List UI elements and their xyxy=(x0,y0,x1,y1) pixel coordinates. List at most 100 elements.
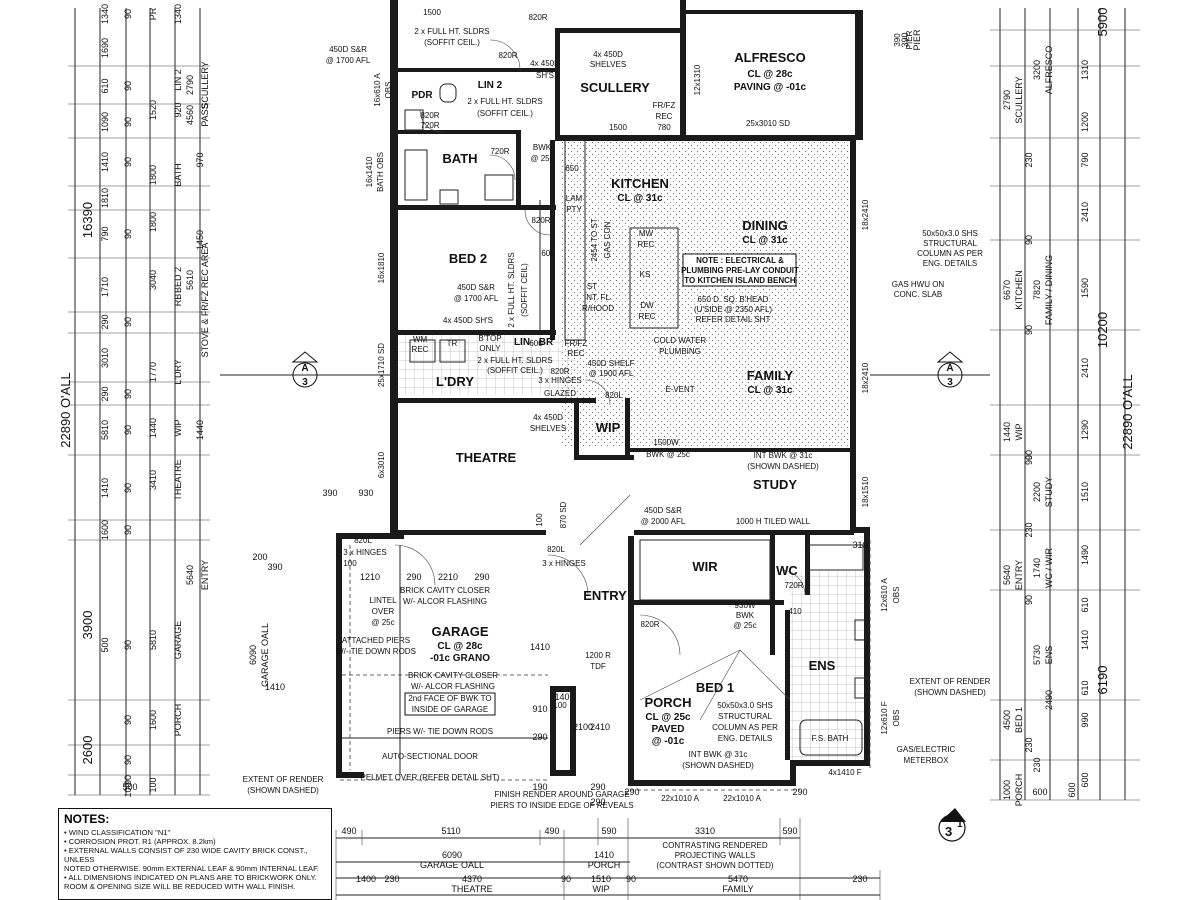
door-d820r-6: 820R xyxy=(640,620,659,629)
right-dim-10200: 10200 xyxy=(1095,312,1110,348)
right-overall-dim: 22890 O'ALL xyxy=(1120,374,1135,450)
left-dim-16390: 16390 xyxy=(80,202,95,238)
door-d820r-5: 820R xyxy=(550,367,569,376)
bottom-dim-value: 290 xyxy=(406,572,421,582)
window-w-16x610b: OBS xyxy=(384,82,393,99)
bottom-dim-value: 490 xyxy=(341,826,356,836)
annotation-dw: DW xyxy=(640,301,654,310)
left-dim-value: 1600 xyxy=(148,710,158,730)
window-w-12x610d: OBS xyxy=(892,710,901,727)
right-dim-value: 2490 xyxy=(1044,690,1054,710)
right-dim-value: 1000 xyxy=(1002,780,1012,800)
window-w-12x610c: 12x610 F xyxy=(880,701,889,734)
annotation-st-hoodb: INT. FL. xyxy=(584,293,612,302)
annotation-wmb: REC xyxy=(412,345,429,354)
left-dim-2600: 2600 xyxy=(80,736,95,765)
left-dim-value: 920 xyxy=(173,102,183,117)
electrical-note: NOTE : ELECTRICAL & PLUMBING PRE-LAY CON… xyxy=(681,256,799,285)
door-d720r-2: 720R xyxy=(420,121,439,130)
right-dim-value: BED 1 xyxy=(1014,707,1024,733)
annotation-gas-hwub: CONC. SLAB xyxy=(894,290,942,299)
family-ceiling: CL @ 31c xyxy=(747,385,793,396)
left-dim-value: 90 xyxy=(123,640,133,650)
annotation-full-ht-2: 2 x FULL HT. SLDRS xyxy=(467,97,542,106)
door-d600b: 600 xyxy=(529,339,543,348)
right-dim-5900: 5900 xyxy=(1095,8,1110,37)
room-ens: ENS xyxy=(809,658,836,673)
walls xyxy=(336,0,870,786)
right-dim-value: 600 xyxy=(1067,782,1077,797)
annotation-bwk-1500: 1500W xyxy=(653,438,679,447)
annotation-hinges-3: 3 x HINGES xyxy=(542,559,586,568)
section-marker-right: A 3 xyxy=(870,351,990,388)
right-dim-value: 6670 xyxy=(1002,280,1012,300)
door-d100b: 100 xyxy=(343,559,357,568)
left-dim-value: 290 xyxy=(100,314,110,329)
annotation-int-bwk: INT BWK @ 31c xyxy=(754,451,813,460)
left-dim-value: 90 xyxy=(123,525,133,535)
annotation-s-r-1: 450D S&R xyxy=(329,45,367,54)
right-dim-value: 2410 xyxy=(1080,358,1090,378)
kitchen-ceiling: CL @ 31c xyxy=(617,193,663,204)
left-dim-value: 5640 xyxy=(185,565,195,585)
left-dim-value: 500 xyxy=(100,637,110,652)
left-dim-value: 2790 xyxy=(185,75,195,95)
annotation-gas-con: 2454 TO ST xyxy=(590,218,599,261)
window-w-6x3010: 6x3010 xyxy=(377,451,386,478)
annotation-gas-conb: GAS CON xyxy=(603,221,612,258)
annotation-column2c: COLUMN AS PER xyxy=(712,723,778,732)
left-dim-value: 1710 xyxy=(100,277,110,297)
right-dim-value: 1740 xyxy=(1032,558,1042,578)
door-d820l-2: 820L xyxy=(354,536,372,545)
annotation-event: E-VENT xyxy=(665,385,694,394)
annotation-gas-hwu: GAS HWU ON xyxy=(892,280,945,289)
right-dim-value: 1290 xyxy=(1080,420,1090,440)
left-dim-value: 790 xyxy=(100,226,110,241)
section-marker-left: A 3 xyxy=(220,351,390,388)
bottom-dim-value: 910 xyxy=(532,704,547,714)
left-dim-value: 290 xyxy=(100,386,110,401)
annotation-bwk25b: @ 25c xyxy=(530,154,553,163)
bottom-dim-value: 930 xyxy=(358,488,373,498)
left-dim-value: 1800 xyxy=(148,165,158,185)
bottom-dim-value: 290 xyxy=(532,732,547,742)
window-w-12x610b: OBS xyxy=(892,587,901,604)
door-d820r-4: 820R xyxy=(531,216,550,225)
annotation-render-lb: (SHOWN DASHED) xyxy=(247,786,319,795)
room-garage: GARAGE xyxy=(431,624,488,639)
right-dim-value: 3200 xyxy=(1032,60,1042,80)
bottom-dim-value: 390 xyxy=(267,562,282,572)
left-dim-value: 90 xyxy=(123,117,133,127)
annotation-sr-bed2b: @ 1700 AFL xyxy=(454,294,499,303)
left-dimension-lines: 22890 O'ALL 16390 3900 2600 134016906101… xyxy=(58,4,270,798)
left-dim-value: 1090 xyxy=(100,112,110,132)
left-dim-value: SCULLERY xyxy=(200,61,210,108)
note-item: NOTED OTHERWISE. 90mm EXTERNAL LEAF & 90… xyxy=(64,864,320,873)
bottom-dim-value: 310 xyxy=(852,540,867,550)
left-dim-value: 90 xyxy=(123,389,133,399)
window-w-22x1010a: 22x1010 A xyxy=(661,794,699,803)
annotation-sldrs-ldryb: (SOFFIT CEIL.) xyxy=(487,366,543,375)
right-dim-value: 1310 xyxy=(1080,60,1090,80)
left-dim-value: 1410 xyxy=(100,478,110,498)
annotation-column1c: COLUMN AS PER xyxy=(917,249,983,258)
left-dim-value: 5610 xyxy=(185,270,195,290)
annotation-cold-water: COLD WATER xyxy=(654,336,707,345)
left-dim-3900: 3900 xyxy=(80,611,95,640)
right-dim-value: 90 xyxy=(1024,325,1034,335)
window-w-16x1810: 16x1810 xyxy=(377,252,386,283)
annotation-mw: MW xyxy=(639,229,654,238)
left-dim-value: 100 xyxy=(148,777,158,792)
right-dim-value: ALFRESCO xyxy=(1044,46,1054,95)
left-dim-value: 1520 xyxy=(148,100,158,120)
bottom-dim-value: THEATRE xyxy=(451,884,492,894)
annotation-st-hood: ST xyxy=(587,282,597,291)
annotation-btop: B'TOP xyxy=(478,334,501,343)
right-dim-value: 2200 xyxy=(1032,482,1042,502)
left-dim-value: 90 xyxy=(123,317,133,327)
annotation-sr-entryb: @ 2000 AFL xyxy=(641,517,686,526)
right-dim-value: 1200 xyxy=(1080,112,1090,132)
right-dim-value: 390 xyxy=(900,32,910,47)
left-dim-value: 4560 xyxy=(185,105,195,125)
door-d100a: 100 xyxy=(535,513,544,527)
